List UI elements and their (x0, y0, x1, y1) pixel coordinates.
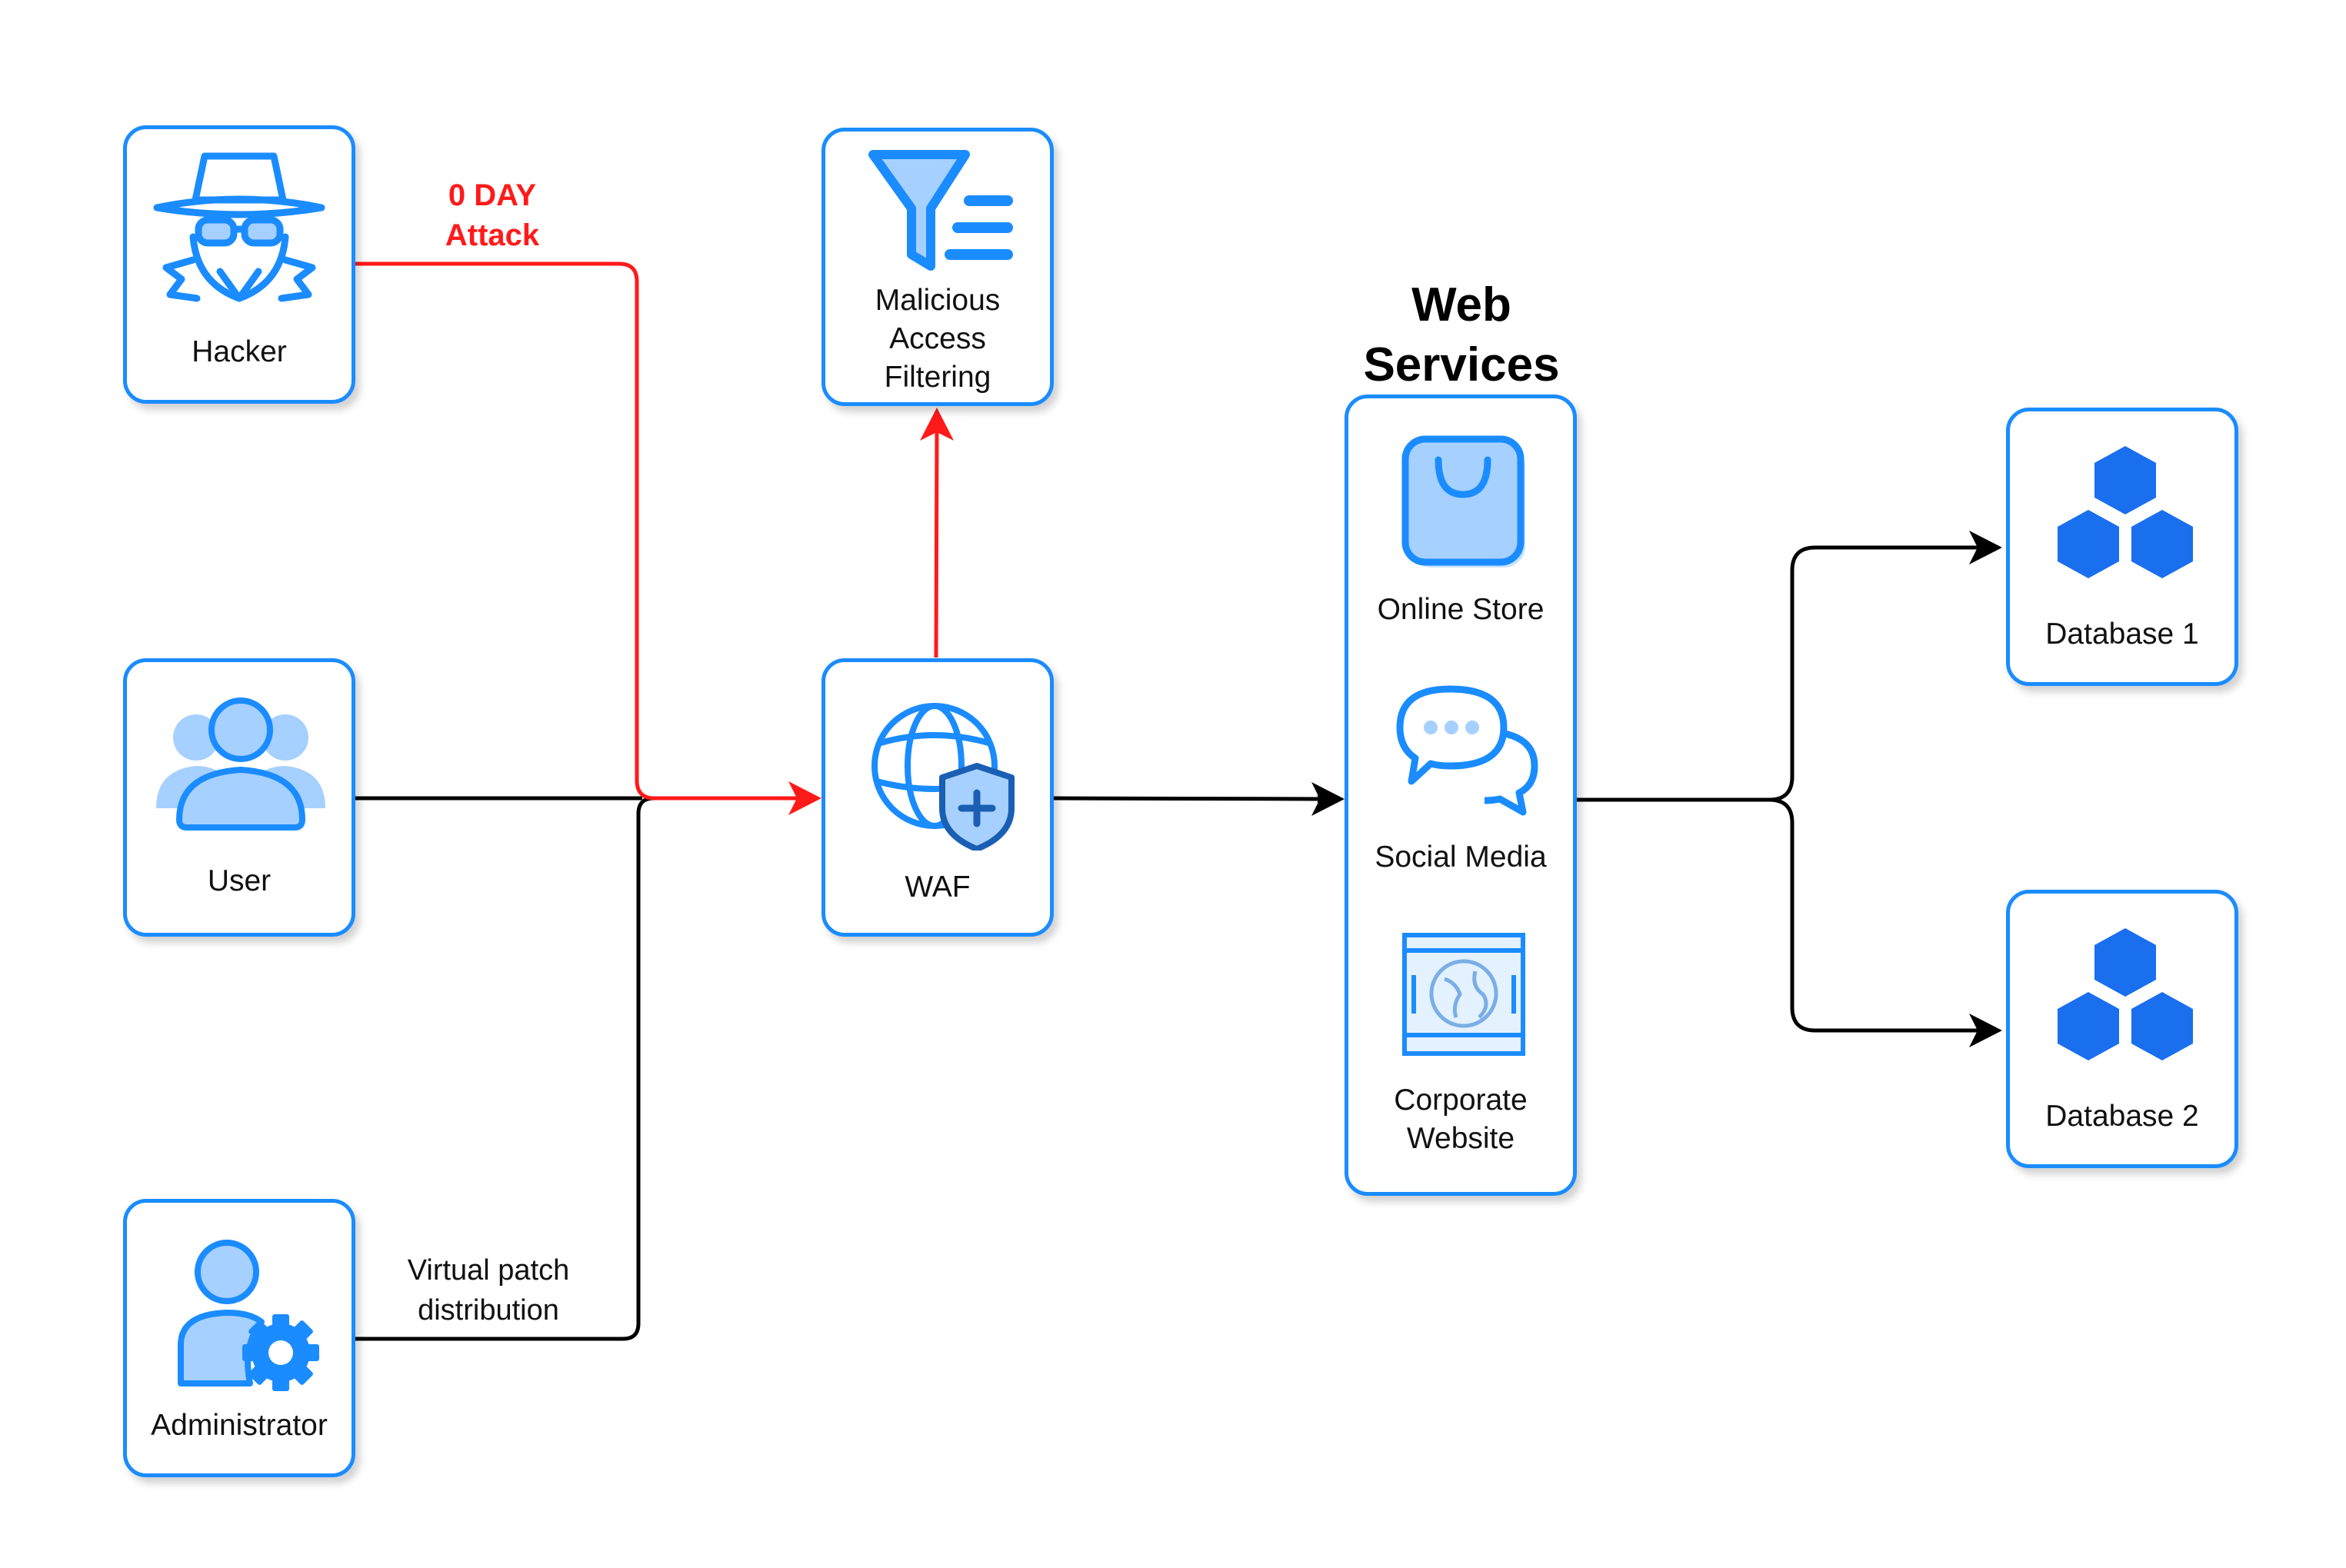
filtering-label-line-1: Malicious (875, 284, 1001, 317)
web-page-globe-icon (1402, 933, 1525, 1056)
edge-hacker-to-waf (355, 261, 800, 801)
administrator-node[interactable]: Administrator (123, 1199, 355, 1477)
arrowhead-filtering (920, 408, 954, 441)
admin-gear-icon (178, 1240, 319, 1391)
arrowhead-db1 (1969, 531, 2002, 564)
waf-label: WAF (905, 871, 971, 904)
attack-label-line-1: 0 DAY (448, 178, 537, 212)
waf-node[interactable]: WAF (821, 658, 1054, 937)
corporate-website-label-line-2: Website (1406, 1122, 1515, 1155)
hacker-node[interactable]: Hacker (123, 125, 355, 404)
filtering-label-line-3: Filtering (884, 361, 991, 394)
arrowhead-web-services (1311, 782, 1345, 816)
database-cubes-icon (2058, 928, 2193, 1060)
attack-edge-label: 0 DAY Attack (400, 175, 585, 255)
filtering-label-line-2: Access (889, 322, 986, 355)
malicious-access-filtering-node[interactable]: Malicious Access Filtering (821, 128, 1054, 406)
shopping-bag-icon (1401, 435, 1525, 568)
database-cubes-icon (2058, 446, 2193, 578)
filtering-label: Malicious Access Filtering (825, 281, 1050, 397)
web-services-group: Online Store Social Media (1345, 394, 1577, 1196)
globe-shield-icon (871, 703, 1015, 851)
hacker-icon (153, 152, 325, 302)
online-store-label: Online Store (1377, 593, 1545, 626)
database-2-node[interactable]: Database 2 (2006, 890, 2238, 1168)
corporate-website-label-line-1: Corporate (1394, 1084, 1528, 1117)
attack-label-line-2: Attack (445, 218, 540, 252)
user-group-icon (156, 697, 325, 831)
database-2-label: Database 2 (2045, 1100, 2199, 1133)
web-services-title-line-1: Web (1411, 278, 1511, 331)
patch-label-line-2: distribution (418, 1294, 559, 1327)
arrowhead-waf (788, 781, 821, 815)
web-services-title-line-2: Services (1363, 338, 1560, 391)
web-services-title: Web Services (1308, 275, 1615, 395)
edge-web-services-to-db2 (1768, 797, 1981, 1033)
chat-bubbles-icon (1396, 685, 1538, 816)
administrator-label: Administrator (151, 1409, 328, 1442)
edge-web-services-to-db1 (1573, 545, 1981, 802)
hacker-label: Hacker (192, 335, 287, 368)
edge-waf-to-filtering (934, 430, 939, 658)
database-1-label: Database 1 (2045, 618, 2199, 651)
corporate-website-label: Corporate Website (1348, 1081, 1573, 1158)
patch-edge-label: Virtual patch distribution (369, 1250, 608, 1330)
social-media-label: Social Media (1375, 841, 1547, 874)
user-node[interactable]: User (123, 658, 355, 937)
patch-label-line-1: Virtual patch (407, 1254, 570, 1287)
filter-icon (868, 150, 1013, 271)
user-label: User (207, 864, 272, 897)
database-1-node[interactable]: Database 1 (2006, 408, 2238, 686)
edge-waf-to-web-services (1053, 794, 1325, 803)
arrowhead-db2 (1969, 1014, 2002, 1047)
